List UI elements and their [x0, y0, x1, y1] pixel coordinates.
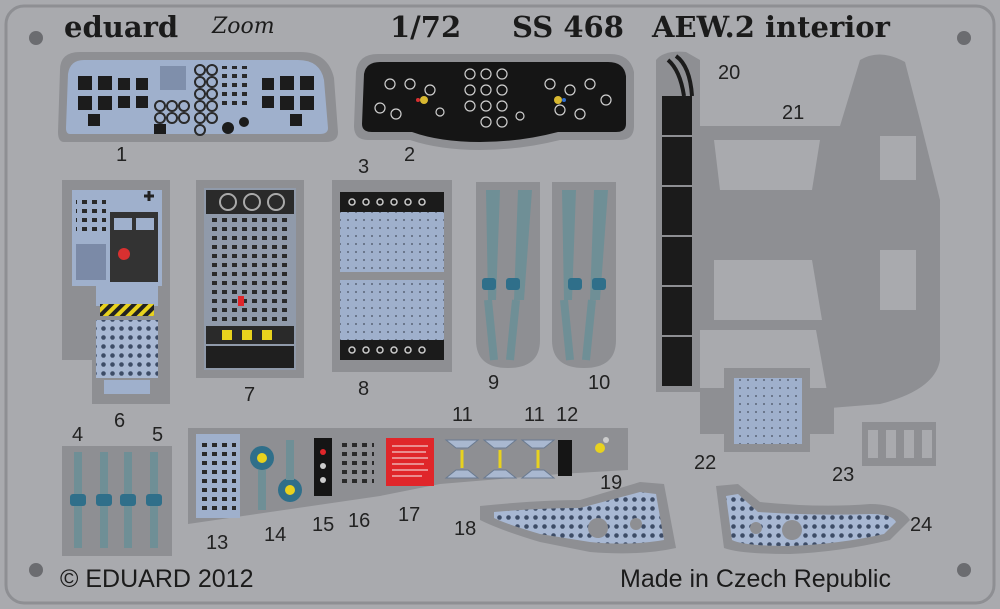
part-9-seat-belts [476, 182, 540, 368]
part-24-floor-piece [716, 484, 910, 554]
part-number-6: 6 [114, 410, 126, 432]
part-22-plate [700, 368, 834, 452]
mount-hole-tr [957, 31, 971, 45]
part-number-8: 8 [358, 378, 370, 400]
part-10-seat-belts [552, 182, 616, 368]
part-number-10: 10 [588, 372, 611, 394]
part-number-20: 20 [718, 62, 741, 84]
copyright-label: © EDUARD 2012 [60, 565, 254, 593]
part-number-13: 13 [206, 532, 229, 554]
part-13-19-strip [188, 428, 628, 524]
part-3-8-bulkhead-panels [332, 180, 452, 372]
part-number-19: 19 [600, 472, 623, 494]
fret-frame [4, 4, 996, 605]
part-23-brackets [862, 422, 936, 466]
part-number-11b: 11 [524, 404, 545, 426]
part-1-instrument-panel [58, 52, 338, 142]
mount-hole-br [957, 563, 971, 577]
brand-label: eduard [64, 10, 179, 44]
part-number-4: 4 [72, 424, 84, 446]
part-number-14: 14 [264, 524, 287, 546]
part-number-18: 18 [454, 518, 477, 540]
part-number-24: 24 [910, 514, 933, 536]
mount-hole-bl [29, 563, 43, 577]
part-number-16: 16 [348, 510, 371, 532]
part-number-17: 17 [398, 504, 421, 526]
part-number-2: 2 [404, 144, 416, 166]
part-2-black-panel [354, 54, 634, 150]
part-number-5: 5 [152, 424, 164, 446]
part-number-12: 12 [556, 404, 579, 426]
part-number-1: 1 [116, 144, 128, 166]
part-number-15: 15 [312, 514, 335, 536]
part-4-5-belts [62, 446, 172, 556]
part-number-7: 7 [244, 384, 256, 406]
set-title: AEW.2 interior [652, 10, 890, 44]
set-code: SS 468 [512, 10, 624, 44]
origin-label: Made in Czech Republic [620, 565, 891, 593]
part-20-long-strip [656, 51, 700, 393]
part-number-22: 22 [694, 452, 717, 474]
zoom-logo: Zoom [212, 14, 275, 39]
part-number-23: 23 [832, 464, 855, 486]
part-7-switch-panel [196, 180, 304, 378]
part-number-11a: 11 [452, 404, 473, 426]
part-18-floor-piece [480, 482, 676, 554]
part-number-3: 3 [358, 156, 370, 178]
mount-hole-tl [29, 31, 43, 45]
scale-label: 1/72 [390, 10, 462, 44]
part-6-side-console [62, 180, 170, 404]
part-21-bulkhead [700, 54, 940, 408]
part-number-21: 21 [782, 102, 805, 124]
part-number-9: 9 [488, 372, 500, 394]
